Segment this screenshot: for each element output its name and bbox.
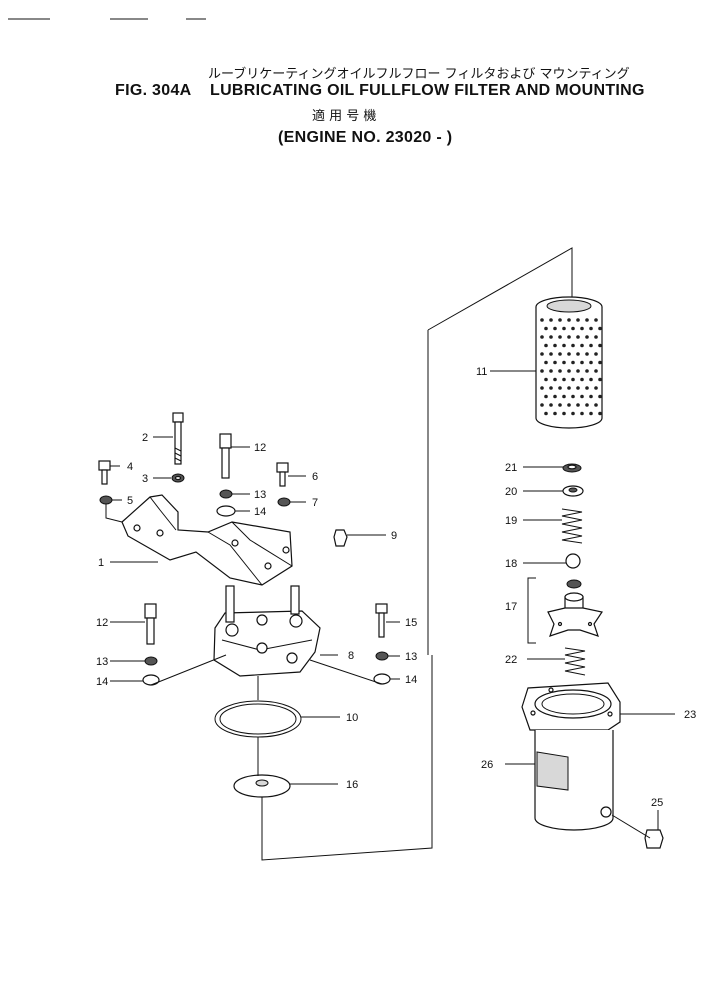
callout-12-upper: 12	[254, 442, 266, 454]
stud-12-lower	[144, 603, 157, 645]
title-japanese: ルーブリケーティングオイルフルフロー フィルタおよび マウンティング	[208, 66, 630, 82]
callout-3: 3	[142, 473, 148, 485]
callout-1: 1	[98, 557, 104, 569]
gasket-ring	[214, 700, 302, 738]
callout-8: 8	[348, 650, 354, 662]
bolt-15	[375, 603, 388, 638]
bolt-4	[98, 460, 111, 485]
spring-19	[561, 508, 583, 544]
applicable-models-label: 適 用 号 機	[312, 108, 376, 124]
spring-22	[564, 647, 586, 676]
callout-13-lower: 13	[96, 656, 108, 668]
callout-13-upper: 13	[254, 489, 266, 501]
callout-23: 23	[684, 709, 696, 721]
callout-15: 15	[405, 617, 417, 629]
bolt-long	[172, 412, 184, 465]
callout-13-right: 13	[405, 651, 417, 663]
callout-14-lower: 14	[96, 676, 108, 688]
filter-perforation	[540, 318, 602, 416]
stud-12-upper	[219, 433, 232, 479]
nut-7	[277, 497, 291, 507]
washer-13-lower	[144, 656, 158, 666]
group-bracket-17	[527, 577, 536, 644]
callout-20: 20	[505, 486, 517, 498]
callout-10: 10	[346, 712, 358, 724]
figure-title: LUBRICATING OIL FULLFLOW FILTER AND MOUN…	[210, 82, 645, 99]
callout-7: 7	[312, 497, 318, 509]
callout-4: 4	[127, 461, 133, 473]
callout-21: 21	[505, 462, 517, 474]
callout-12-lower: 12	[96, 617, 108, 629]
callout-14-right: 14	[405, 674, 417, 686]
washer-13-upper	[219, 489, 233, 499]
callout-11: 11	[476, 366, 487, 378]
callout-26: 26	[481, 759, 493, 771]
washer-14-upper	[216, 505, 236, 517]
bolt-6	[276, 462, 289, 487]
callout-16: 16	[346, 779, 358, 791]
nut-5	[99, 495, 113, 505]
filter-case	[521, 682, 621, 831]
filter-head	[213, 585, 321, 677]
filter-element	[535, 296, 603, 429]
callout-19: 19	[505, 515, 517, 527]
washer-13-right	[375, 651, 389, 661]
figure-number: FIG. 304A	[115, 82, 192, 99]
callout-2: 2	[142, 432, 148, 444]
filter-plate	[233, 774, 291, 798]
callout-17: 17	[505, 601, 517, 613]
engine-number: (ENGINE NO. 23020 - )	[278, 129, 452, 146]
callout-5: 5	[127, 495, 133, 507]
relief-valve-assembly	[547, 579, 603, 637]
valve-ball-18	[565, 553, 581, 569]
assembly-line-left	[257, 676, 263, 812]
callout-25: 25	[651, 797, 663, 809]
callout-14-upper: 14	[254, 506, 266, 518]
assembly-line-right	[427, 247, 573, 331]
callout-22: 22	[505, 654, 517, 666]
callout-9: 9	[391, 530, 397, 542]
plug-9	[333, 529, 348, 547]
bracket	[121, 494, 293, 586]
washer-14-lower	[142, 674, 160, 686]
callout-18: 18	[505, 558, 517, 570]
drain-plug-25	[644, 829, 664, 849]
callout-6: 6	[312, 471, 318, 483]
